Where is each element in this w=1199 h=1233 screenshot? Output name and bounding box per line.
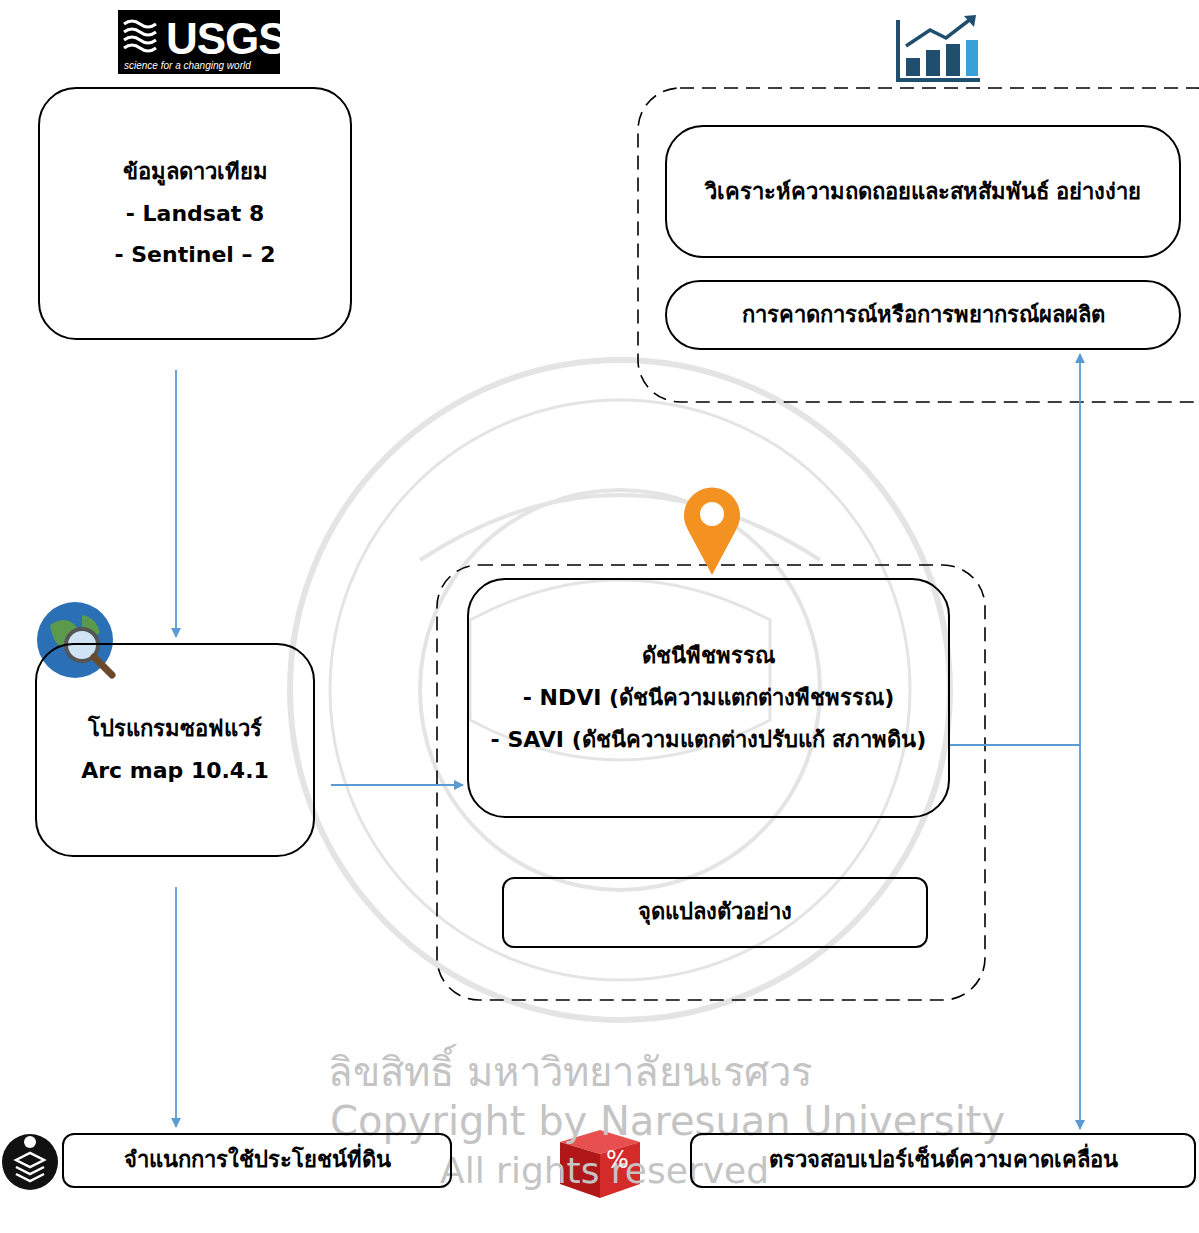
analysis-box: วิเคราะห์ความถดถอยและสหสัมพันธ์ อย่างง่า… [665,125,1181,258]
flow-arrow [950,354,1080,745]
logo-text: USGS [166,14,287,64]
watermark: ลิขสิทธิ์ มหาวิทยาลัยนเรศวร [328,1040,812,1104]
layers-icon [2,1134,58,1190]
dashed-group [437,565,985,1000]
box-title: ตรวจสอบเปอร์เซ็นต์ความคาดเคลื่อน [769,1146,1118,1175]
flow-arrow [950,745,1080,1129]
box-title: การคาดการณ์หรือการพยากรณ์ผลผลิต [742,294,1105,336]
vegetation-index-box: ดัชนีพืชพรรณ- NDVI (ดัชนีความแตกต่างพืชพ… [467,578,950,818]
landuse-box: จำแนกการใช้ประโยชน์ที่ดิน [62,1133,452,1188]
flow-arrow [175,887,177,1127]
box-text: - SAVI (ดัชนีความแตกต่างปรับแก้ สภาพดิน) [491,719,927,761]
box-title: โปรแกรมซอฟแวร์ [88,708,262,750]
forecast-box: การคาดการณ์หรือการพยากรณ์ผลผลิต [665,280,1181,350]
software-box: โปรแกรมซอฟแวร์Arc map 10.4.1 [35,643,315,857]
data-source-box: ข้อมูลดาวเทียม- Landsat 8- Sentinel – 2 [38,87,352,340]
location-pin [684,488,740,575]
box-title: ข้อมูลดาวเทียม [123,151,268,193]
flow-arrow [331,784,463,786]
watermark: All rights reserved [440,1150,769,1191]
box-title: วิเคราะห์ความถดถอยและสหสัมพันธ์ อย่างง่า… [705,171,1142,213]
logo-tagline: science for a changing world [124,60,251,71]
watermark: Copyright by Naresuan University [330,1098,1005,1144]
box-text: Arc map 10.4.1 [81,750,269,792]
accuracy-box: ตรวจสอบเปอร์เซ็นต์ความคาดเคลื่อน [690,1133,1196,1188]
globe-icon [37,602,113,678]
box-text: - Landsat 8 [126,193,265,235]
box-text: - Sentinel – 2 [114,234,275,276]
box-title: จำแนกการใช้ประโยชน์ที่ดิน [124,1146,391,1175]
watermark-seal [290,360,950,1020]
dashed-group [638,88,1199,402]
sample-plot-box: จุดแปลงตัวอย่าง [502,877,928,948]
box-text: - NDVI (ดัชนีความแตกต่างพืชพรรณ) [523,677,894,719]
percent-sign: % [606,1146,629,1174]
chart-icon [898,15,980,80]
flow-arrow [175,370,177,637]
box-title: จุดแปลงตัวอย่าง [638,898,792,927]
box-title: ดัชนีพืชพรรณ [642,635,775,677]
